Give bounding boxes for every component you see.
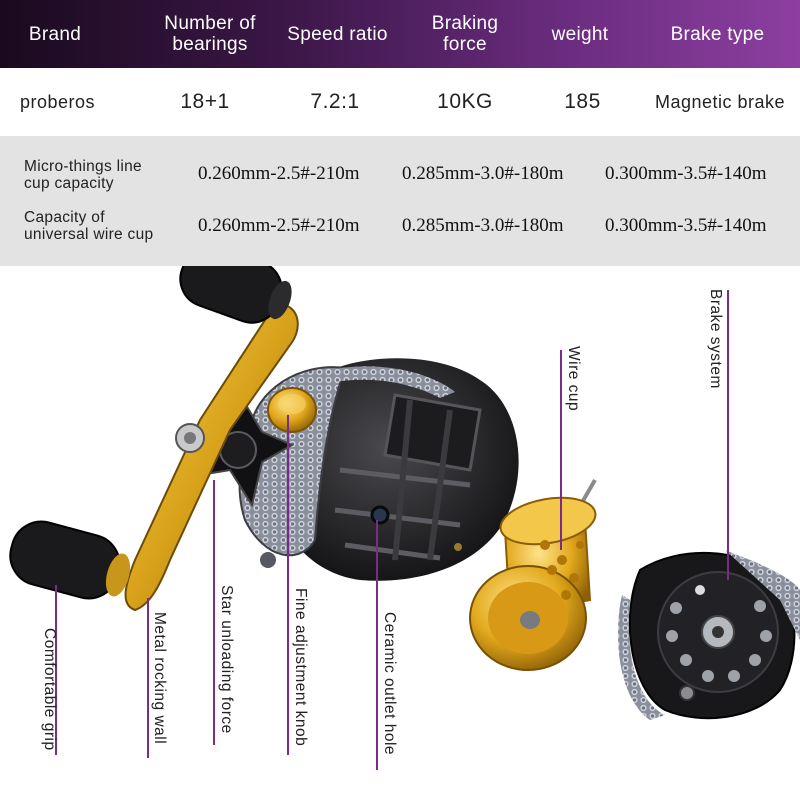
reel-body [183,358,519,581]
callout-ceramic-outlet-hole: Ceramic outlet hole [381,612,398,756]
callout-line-grip [55,585,57,755]
baitcasting-reel-illustration [9,266,800,770]
value-brake-type: Magnetic brake [654,91,786,112]
line-capacity-table: Micro-things line cup capacity 0.260mm-2… [0,136,800,266]
ceramic-outlet-hole [370,505,390,525]
capacity-row-label: Capacity of universal wire cup [24,209,154,243]
value-weight: 185 [564,90,601,113]
fine-adjustment-knob [267,387,317,433]
upper-grip-knob [179,266,292,324]
wire-cup-spool [469,479,597,671]
value-brand: proberos [20,91,96,112]
capacity-value: 0.260mm-2.5#-210m [198,163,360,184]
brake-system-plate [617,550,800,720]
callout-line-rocking-wall [147,598,149,758]
callout-lines [55,290,729,770]
callout-line-brake [727,290,729,580]
comfortable-grip [9,520,131,600]
callout-fine-adjustment-knob: Fine adjustment knob [292,588,309,747]
spec-table-values: proberos 18+1 7.2:1 10KG 185 Magnetic br… [0,68,800,136]
capacity-value: 0.285mm-3.0#-180m [402,215,564,236]
capacity-value: 0.260mm-2.5#-210m [198,215,360,236]
callout-line-outlet [376,520,378,770]
value-speed-ratio: 7.2:1 [310,90,360,113]
reel-handle [9,266,299,612]
callout-line-star-drag [213,480,215,745]
callout-brake-system: Brake system [707,289,724,389]
value-bearings: 18+1 [180,90,230,113]
capacity-value: 0.300mm-3.5#-140m [605,163,767,184]
header-weight: weight [551,23,609,45]
callout-wire-cup: Wire cup [565,346,582,412]
value-braking-force: 10KG [437,90,493,113]
callout-comfortable-grip: Comfortable grip [41,628,58,751]
callout-line-knob [287,415,289,755]
header-speed-ratio: Speed ratio [287,23,388,45]
capacity-value: 0.300mm-3.5#-140m [605,215,767,236]
callout-metal-rocking-wall: Metal rocking wall [151,612,168,745]
callout-line-wire-cup [560,350,562,550]
capacity-value: 0.285mm-3.0#-180m [402,163,564,184]
header-brand: Brand [28,23,82,45]
callout-star-unloading-force: Star unloading force [218,585,235,734]
capacity-row-label: Micro-things line cup capacity [24,158,142,192]
header-brake-type: Brake type [670,23,765,45]
